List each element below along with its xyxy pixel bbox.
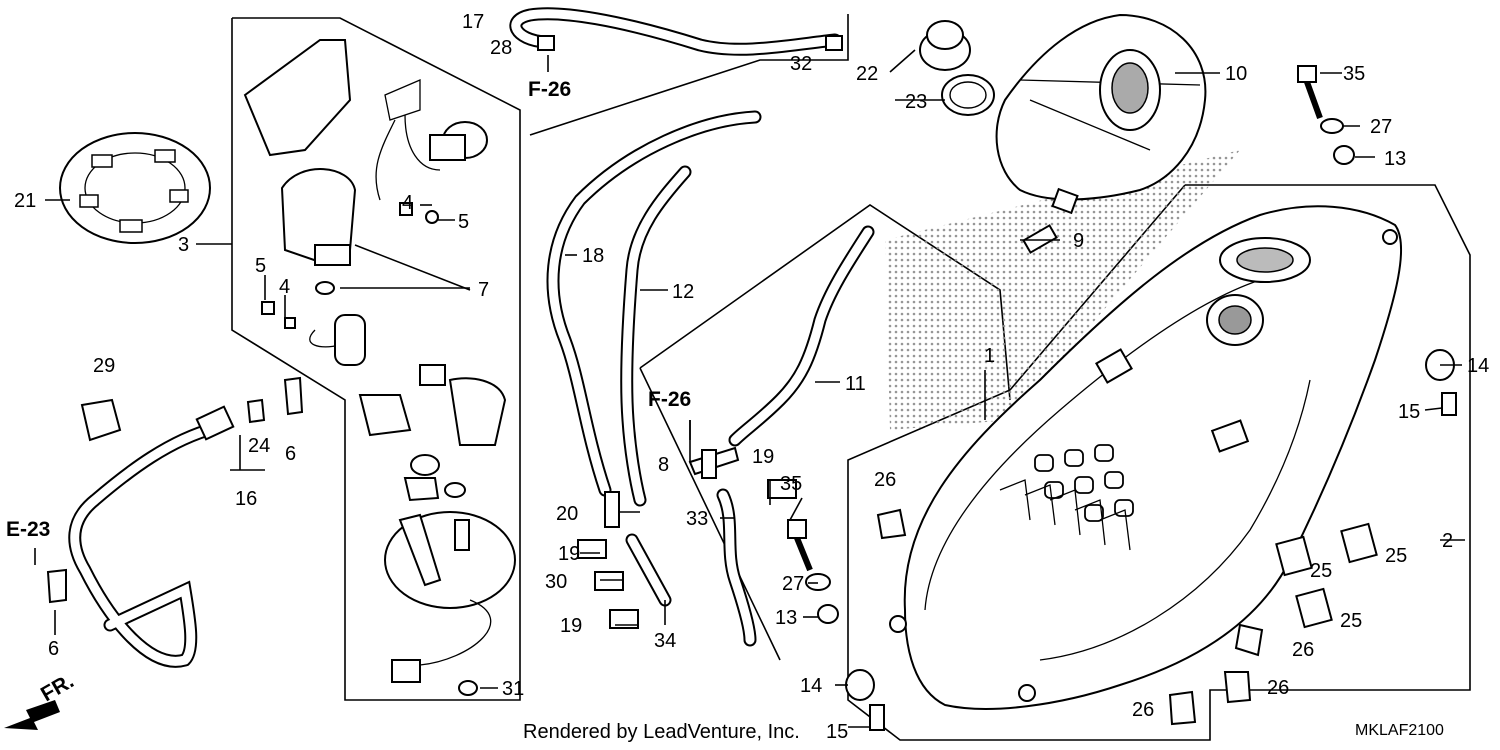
callout-27: 27 (1370, 116, 1392, 138)
filler-cap (919, 20, 995, 116)
callout-27: 27 (782, 573, 804, 595)
callout-9: 9 (1073, 230, 1084, 252)
callout-29: 29 (93, 355, 115, 377)
callout-33: 33 (686, 508, 708, 530)
bolt-35-lower (787, 519, 839, 624)
fuel-tank (885, 150, 1403, 710)
callout-20: 20 (556, 503, 578, 525)
callout-1: 1 (984, 345, 995, 367)
callout-25: 25 (1385, 545, 1407, 567)
callout-15: 15 (826, 721, 848, 743)
hose-11 (728, 225, 875, 447)
callout-25: 25 (1310, 560, 1332, 582)
fuel-feed-hose-16 (68, 405, 235, 668)
callout-19: 19 (560, 615, 582, 637)
hose-12 (620, 165, 692, 507)
callout-35: 35 (780, 473, 802, 495)
pump-set-plate (59, 132, 211, 244)
svg-text:FR.: FR. (37, 669, 78, 706)
callout-10: 10 (1225, 63, 1247, 85)
fuel-pump-group-box (196, 17, 521, 701)
callout-25: 25 (1340, 610, 1362, 632)
callout-4: 4 (279, 276, 290, 298)
joint-8 (688, 446, 740, 479)
callout-13: 13 (775, 607, 797, 629)
callout-14: 14 (800, 675, 822, 697)
callout-14: 14 (1467, 355, 1489, 377)
joint-9 (1022, 224, 1058, 254)
footer-credit: Rendered by LeadVenture, Inc. (523, 721, 800, 743)
callout-35: 35 (1343, 63, 1365, 85)
callout-15: 15 (1398, 401, 1420, 423)
callout-26: 26 (1132, 699, 1154, 721)
pads-25 (1275, 522, 1378, 629)
callout-labels: 1 2 3 4 4 5 5 6 6 7 8 9 10 11 12 13 13 1… (14, 11, 1489, 743)
callout-18: 18 (582, 245, 604, 267)
breather-hose-group-box (529, 14, 849, 136)
callout-26: 26 (874, 469, 896, 491)
callout-28: 28 (490, 37, 512, 59)
callout-26: 26 (1267, 677, 1289, 699)
hose-17 (509, 7, 842, 56)
callout-32: 32 (790, 53, 812, 75)
callout-5: 5 (458, 211, 469, 233)
callout-21: 21 (14, 190, 36, 212)
callout-26: 26 (1292, 639, 1314, 661)
clip-29 (80, 398, 122, 442)
clips-26 (876, 508, 1264, 726)
callout-2: 2 (1442, 530, 1453, 552)
callout-6: 6 (285, 443, 296, 465)
callout-3: 3 (178, 234, 189, 256)
hose-33 (716, 488, 757, 647)
callout-11: 11 (845, 373, 866, 395)
callout-16: 16 (235, 488, 257, 510)
callout-6: 6 (48, 638, 59, 660)
bolt-35-upper (1297, 65, 1355, 165)
callout-34: 34 (654, 630, 676, 652)
fitting-20 (604, 491, 620, 528)
callout-19: 19 (558, 543, 580, 565)
clips-28-32 (537, 35, 843, 51)
hose-18 (546, 110, 762, 497)
clips-6-24 (46, 376, 304, 604)
callout-4: 4 (402, 192, 413, 214)
tank-assembly-box (847, 184, 1471, 741)
callout-8: 8 (658, 454, 669, 476)
callout-13: 13 (1384, 148, 1406, 170)
callout-12: 12 (672, 281, 694, 303)
callout-7: 7 (478, 279, 489, 301)
svg-text:F-26: F-26 (648, 388, 691, 411)
fuel-pump-components (243, 39, 516, 696)
callout-17: 17 (462, 11, 484, 33)
filler-cover (995, 13, 1207, 215)
callout-23: 23 (905, 91, 927, 113)
callout-31: 31 (502, 678, 524, 700)
callout-22: 22 (856, 63, 878, 85)
hose-34 (625, 533, 672, 607)
leader-lines (45, 49, 1465, 728)
reference-f26-mid: F-26 (648, 388, 691, 440)
svg-text:F-26: F-26 (528, 78, 571, 101)
callout-24: 24 (248, 435, 270, 457)
front-arrow: FR. (4, 669, 78, 730)
callout-30: 30 (545, 571, 567, 593)
callout-5: 5 (255, 255, 266, 277)
reference-f26-top: F-26 (528, 55, 571, 101)
svg-text:E-23: E-23 (6, 518, 50, 541)
callout-19: 19 (752, 446, 774, 468)
diagram-code: MKLAF2100 (1355, 722, 1444, 739)
reference-e23: E-23 (6, 518, 50, 565)
